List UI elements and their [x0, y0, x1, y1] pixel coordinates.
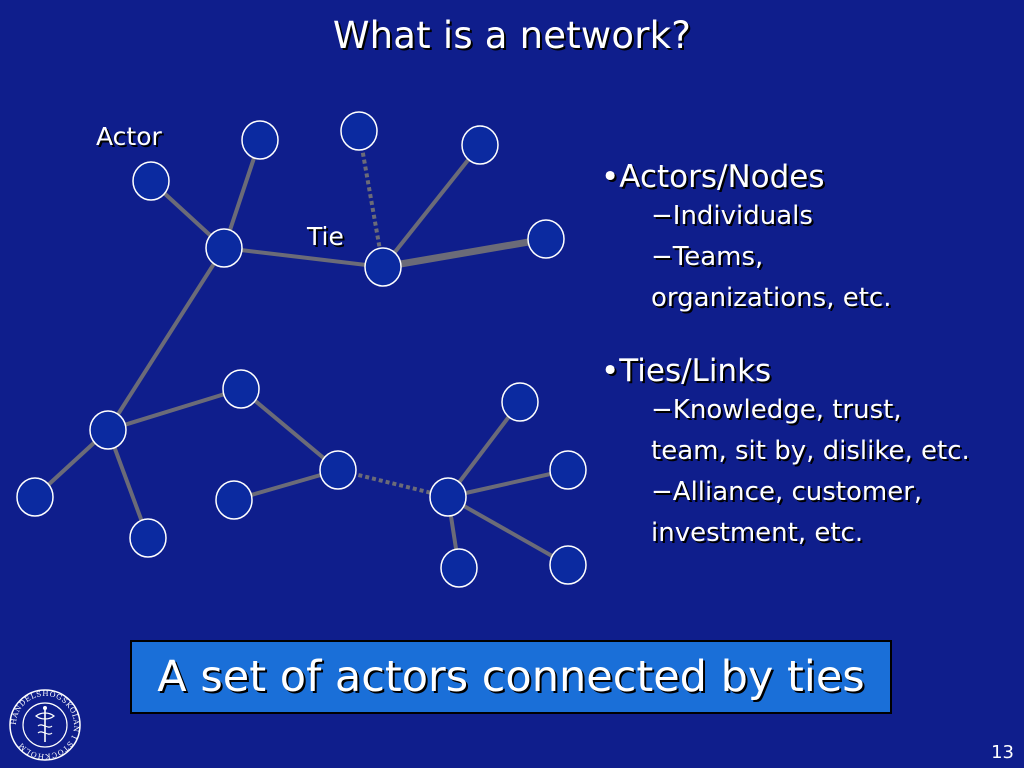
bullet-actors-heading: •Actors/Nodes: [601, 159, 825, 195]
summary-banner: A set of actors connected by ties: [130, 640, 892, 714]
network-tie: [337, 468, 449, 499]
network-tie: [446, 400, 522, 499]
network-tie: [381, 143, 482, 269]
network-actor-node: [429, 477, 467, 517]
network-tie: [382, 235, 547, 271]
bullet-actors-item: organizations, etc.: [651, 283, 892, 313]
bullet-ties-item: investment, etc.: [651, 518, 864, 548]
network-tie: [447, 468, 569, 499]
network-actor-node: [549, 450, 587, 490]
network-actor-node: [440, 548, 478, 588]
network-actor-node: [364, 247, 402, 287]
bullet-actors-item: −Teams,: [651, 242, 764, 272]
network-actor-node: [205, 228, 243, 268]
bullet-list: •Actors/Nodes −Individuals −Teams, organ…: [601, 158, 1021, 554]
slide-title: What is a network?: [332, 14, 692, 57]
bullet-ties-item: team, sit by, dislike, etc.: [651, 436, 970, 466]
network-actor-node: [241, 120, 279, 160]
network-actor-node: [461, 125, 499, 165]
network-tie: [447, 495, 569, 567]
bullet-actors-item: −Individuals: [651, 201, 813, 231]
school-seal-logo: HANDELSHÖGSKOLAN I STOCKHOLM: [9, 689, 81, 761]
network-actor-node: [16, 477, 54, 517]
network-tie: [239, 387, 340, 472]
network-tie: [223, 246, 384, 269]
actor-label: Actor: [96, 122, 162, 151]
bullet-ties-item: −Alliance, customer,: [651, 477, 923, 507]
tie-label: Tie: [307, 222, 344, 251]
bullet-ties-item: −Knowledge, trust,: [651, 395, 902, 425]
network-actor-node: [549, 545, 587, 585]
network-actor-node: [89, 410, 127, 450]
network-actor-node: [132, 161, 170, 201]
network-actor-node: [319, 450, 357, 490]
network-tie: [107, 387, 242, 432]
network-actor-node: [527, 219, 565, 259]
bullet-ties-heading: •Ties/Links: [601, 353, 772, 389]
network-tie: [106, 246, 226, 432]
network-actor-node: [129, 518, 167, 558]
network-tie: [357, 130, 385, 268]
network-actor-node: [215, 480, 253, 520]
network-actor-node: [501, 382, 539, 422]
page-number: 13: [991, 742, 1014, 763]
network-actor-node: [222, 369, 260, 409]
network-actor-node: [340, 111, 378, 151]
